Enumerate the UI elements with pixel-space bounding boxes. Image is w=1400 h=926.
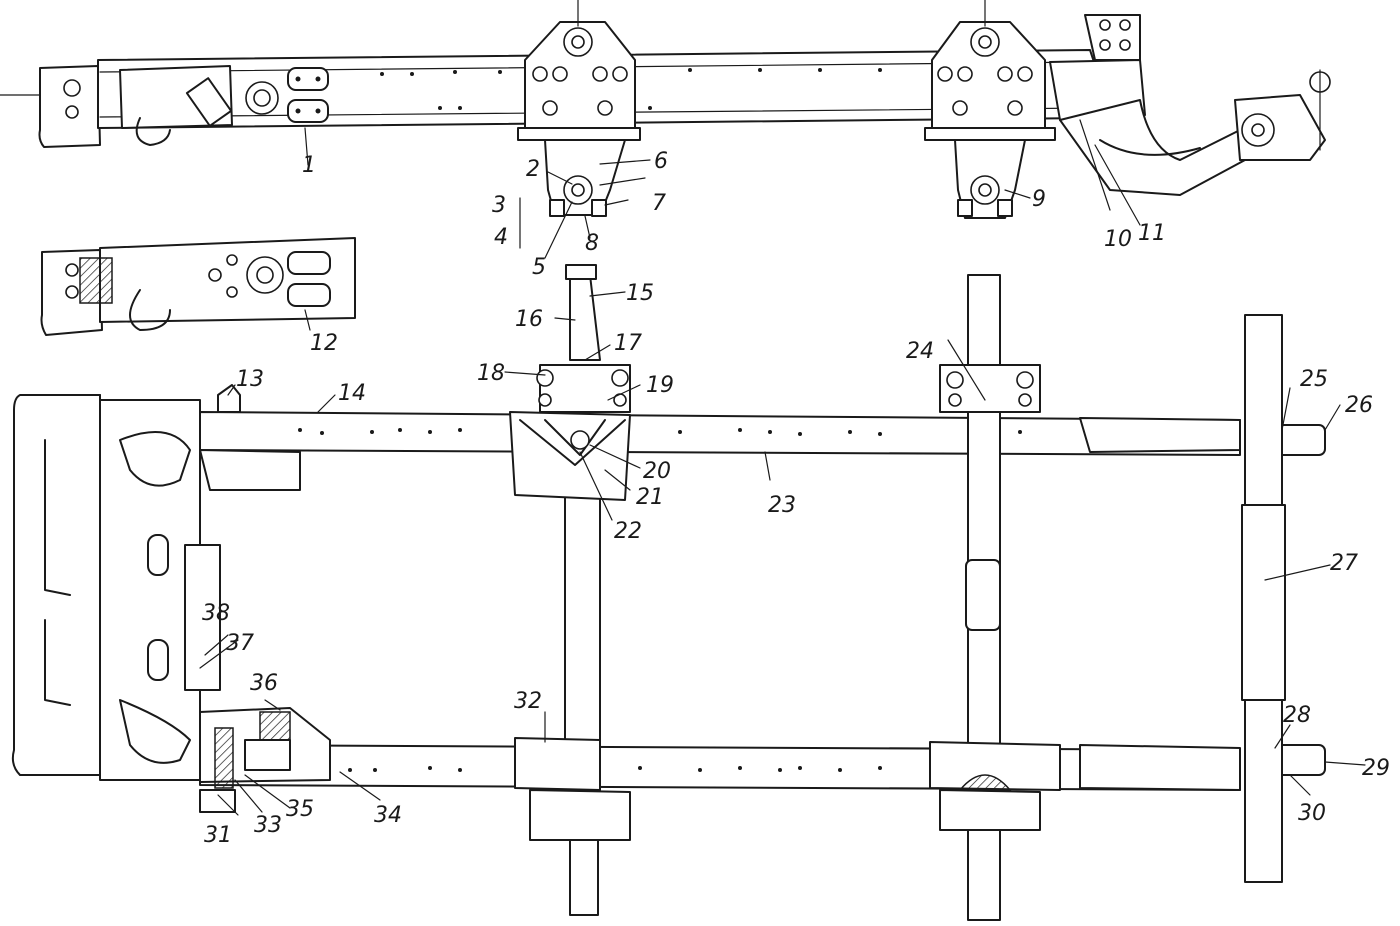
callout-6: 6 — [654, 149, 668, 174]
leader-lines — [199, 119, 1366, 816]
callout-labels: 1 2 3 4 5 6 7 8 9 10 11 12 13 14 15 16 1… — [202, 149, 1390, 848]
callout-9: 9 — [1032, 187, 1046, 212]
detail-12 — [40, 237, 356, 336]
callout-10: 10 — [1104, 227, 1132, 252]
callout-37: 37 — [226, 631, 254, 656]
callout-32: 32 — [514, 689, 542, 714]
callout-5: 5 — [532, 255, 546, 280]
callout-12: 12 — [310, 331, 338, 356]
callout-35: 35 — [286, 797, 314, 822]
callout-7: 7 — [652, 191, 666, 216]
callout-4: 4 — [494, 225, 508, 250]
callout-19: 19 — [646, 373, 674, 398]
callout-13: 13 — [236, 367, 264, 392]
plan-view — [11, 264, 1326, 921]
callout-3: 3 — [492, 193, 506, 218]
callout-25: 25 — [1300, 367, 1328, 392]
callout-23: 23 — [768, 493, 796, 518]
callout-33: 33 — [254, 813, 282, 838]
callout-28: 28 — [1283, 703, 1311, 728]
callout-38: 38 — [202, 601, 230, 626]
callout-30: 30 — [1298, 801, 1326, 826]
callout-14: 14 — [338, 381, 366, 406]
callout-21: 21 — [636, 485, 664, 510]
callout-31: 31 — [204, 823, 232, 848]
callout-2: 2 — [526, 157, 540, 182]
callout-34: 34 — [374, 803, 402, 828]
callout-11: 11 — [1138, 221, 1166, 246]
callout-17: 17 — [614, 331, 642, 356]
callout-22: 22 — [614, 519, 642, 544]
callout-24: 24 — [906, 339, 934, 364]
side-view — [0, 0, 1331, 219]
callout-36: 36 — [250, 671, 278, 696]
callout-29: 29 — [1362, 756, 1390, 781]
callout-16: 16 — [515, 307, 543, 332]
callout-18: 18 — [477, 361, 505, 386]
callout-15: 15 — [626, 281, 654, 306]
callout-26: 26 — [1345, 393, 1373, 418]
callout-8: 8 — [585, 231, 599, 256]
callout-27: 27 — [1330, 551, 1358, 576]
callout-20: 20 — [643, 459, 671, 484]
callout-1: 1 — [302, 153, 316, 178]
